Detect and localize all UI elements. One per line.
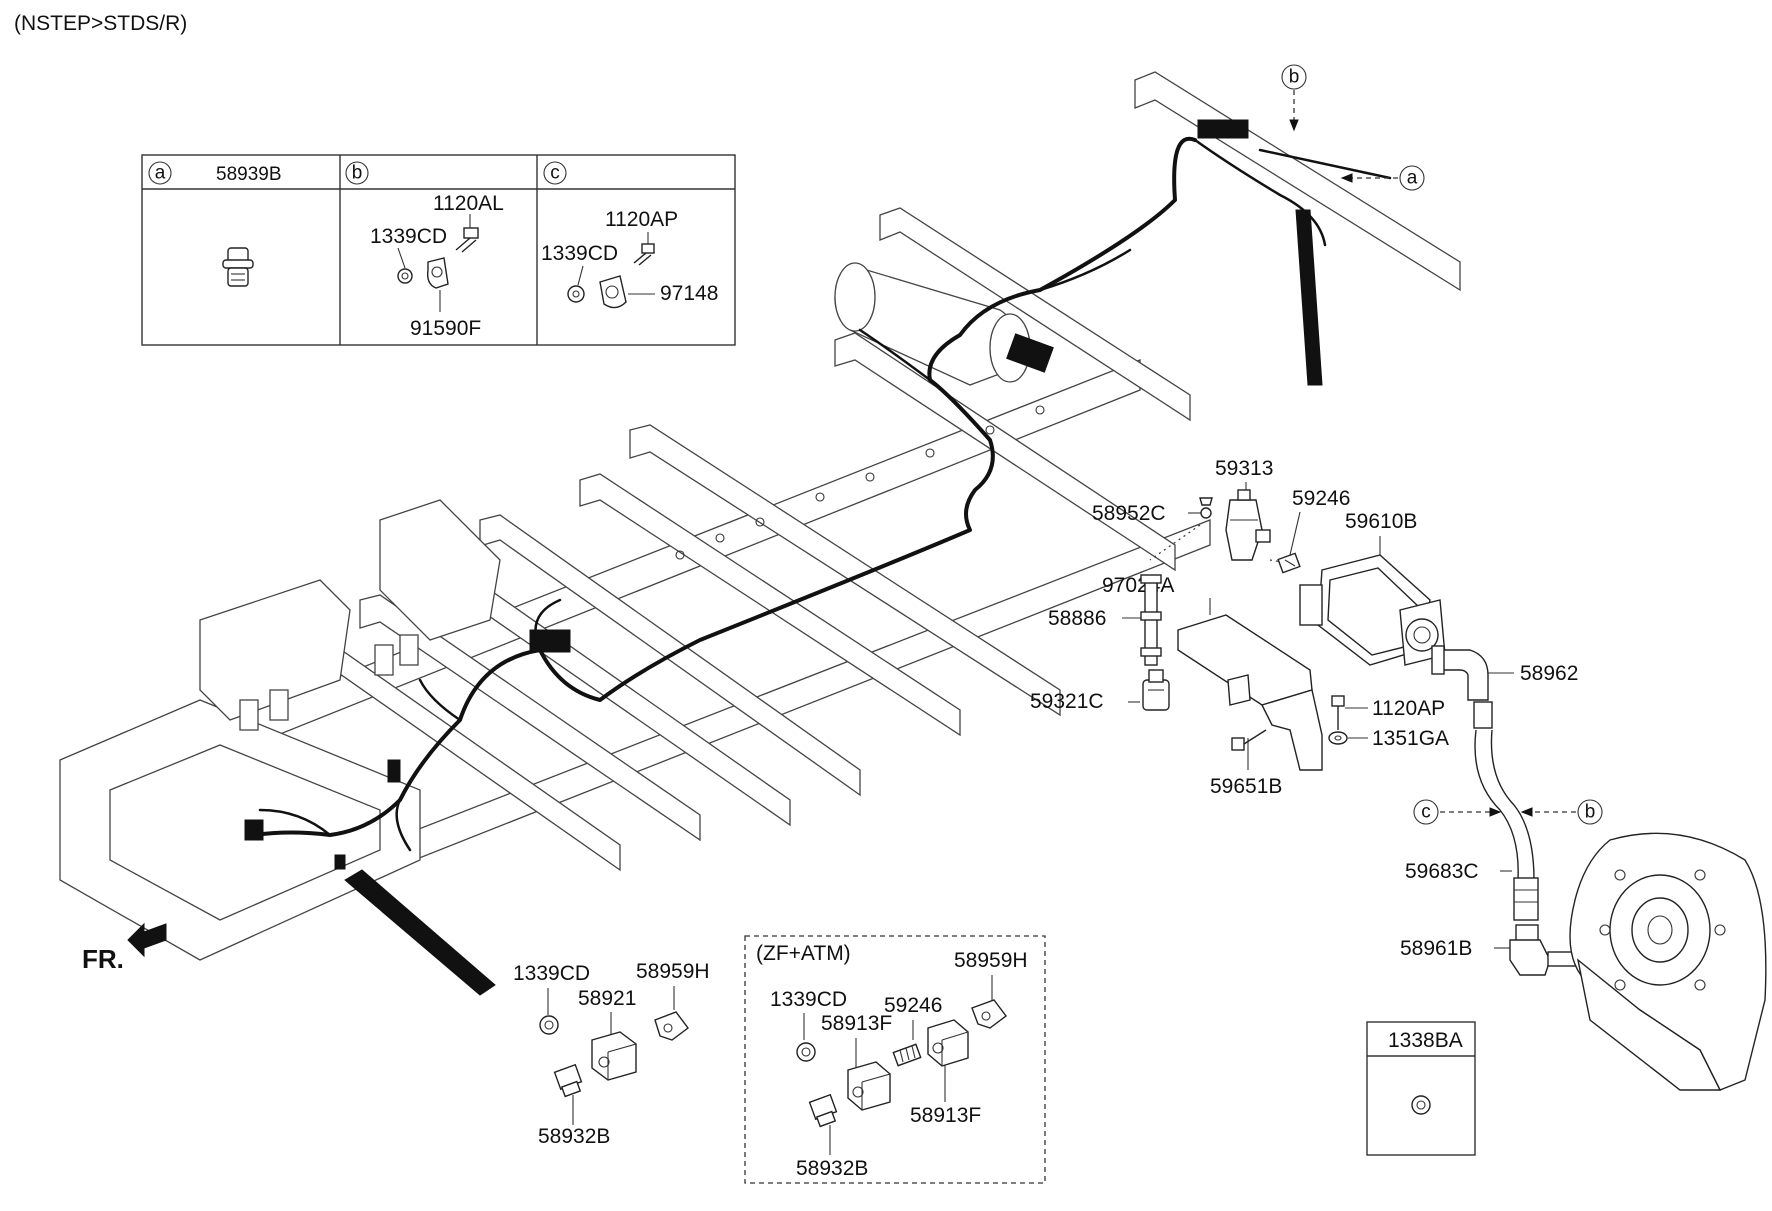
zf-part-1339cd: 1339CD [770, 988, 847, 1011]
zf-part-59246: 59246 [884, 994, 942, 1017]
part-59246: 59246 [1292, 487, 1350, 510]
part-1120ap-right: 1120AP [1372, 697, 1445, 720]
legend-a-part: 58939B [216, 164, 282, 185]
rod-icon [1140, 574, 1162, 666]
block-fitting-icon [591, 1031, 637, 1081]
front-label: FR. [82, 944, 124, 974]
zf-part-58913f-a: 58913F [821, 1012, 892, 1035]
block-fitting-icon [847, 1061, 891, 1111]
part-59651b: 59651B [1210, 775, 1282, 798]
part-58961b: 58961B [1400, 937, 1472, 960]
svg-text:b: b [1289, 67, 1300, 88]
clip-icon [426, 257, 449, 312]
transmission-icon [1569, 832, 1767, 1091]
legend-b-part-1339cd: 1339CD [370, 225, 447, 248]
zf-part-58959h: 58959H [954, 949, 1028, 972]
zf-box-title: (ZF+ATM) [756, 942, 851, 965]
right-parts-group: 59313 58952C 59246 59610B [1030, 457, 1767, 1091]
part-1339cd-bl: 1339CD [513, 962, 590, 985]
part-58959h-bl: 58959H [636, 960, 710, 983]
front-direction-indicator: FR. [82, 922, 167, 974]
legend-b-part-1120al: 1120AL [433, 192, 504, 215]
front-arrow-icon [127, 922, 167, 958]
legend-b-part-91590f: 91590F [410, 317, 481, 340]
nut-icon [567, 265, 585, 303]
legend-c-letter: c [550, 163, 560, 184]
fitting-icon [1199, 497, 1213, 519]
nut-icon [1411, 1095, 1431, 1115]
angled-fitting-icon [971, 999, 1007, 1029]
part-1338ba: 1338BA [1388, 1029, 1463, 1052]
zf-atm-box: (ZF+ATM) 58959H 1339CD 59246 58913F 5891… [744, 935, 1046, 1184]
grommet-icon [222, 247, 254, 287]
bracket-icon [1177, 614, 1323, 771]
spring-fitting-icon [892, 1043, 922, 1067]
part-58952c: 58952C [1092, 502, 1166, 525]
legend-c-part-97148: 97148 [660, 282, 718, 305]
variant-label: (NSTEP>STDS/R) [14, 12, 187, 35]
callout-b-right: b [1585, 802, 1596, 823]
nut-icon [397, 247, 413, 284]
fitting-icon [1277, 552, 1301, 574]
part-1351ga: 1351GA [1372, 727, 1449, 750]
callout-c-right: c [1421, 802, 1431, 823]
bolt-icon [1331, 695, 1345, 730]
nut-icon [539, 1015, 559, 1035]
part-58886: 58886 [1048, 607, 1106, 630]
plug-fitting-icon [553, 1063, 583, 1098]
zf-part-58932b: 58932B [796, 1157, 868, 1180]
callout-b-top: b [1281, 64, 1307, 132]
part-58921: 58921 [578, 987, 636, 1010]
clip-icon [599, 275, 655, 309]
knob-icon [1142, 669, 1170, 711]
part-59683c: 59683C [1405, 860, 1479, 883]
zf-part-58913f-b: 58913F [910, 1104, 981, 1127]
legend-c-part-1120ap: 1120AP [605, 208, 678, 231]
tee-fitting-icon [1509, 924, 1577, 976]
nut-icon [796, 1042, 816, 1062]
part-97024a: 97024A [1102, 574, 1174, 597]
elbow-fitting-icon [1431, 645, 1489, 701]
valve-icon [1225, 489, 1271, 561]
part-59313: 59313 [1215, 457, 1273, 480]
svg-text:a: a [1407, 168, 1418, 189]
hose-icon [1473, 701, 1539, 921]
part-box-1338ba: 1338BA [1366, 1021, 1476, 1156]
plug-fitting-icon [808, 1093, 838, 1128]
legend-c-part-1339cd: 1339CD [541, 242, 618, 265]
legend-table: a 58939B b 1120AL 1339CD 91590F [141, 154, 736, 346]
air-cylinder-icon [1299, 554, 1446, 666]
washer-icon [1328, 731, 1348, 745]
bolt-icon [633, 232, 655, 266]
part-58932b-bl: 58932B [538, 1125, 610, 1148]
legend-b-letter: b [352, 163, 363, 184]
part-59321c: 59321C [1030, 690, 1104, 713]
part-58962: 58962 [1520, 662, 1578, 685]
block-fitting-icon [927, 1019, 969, 1067]
angled-fitting-icon [654, 1011, 689, 1041]
bolt-icon [1231, 729, 1267, 751]
callout-a-top: a [1340, 165, 1425, 191]
bottom-left-parts: 1339CD 58959H 58921 58932B [513, 960, 710, 1148]
bolt-icon [455, 214, 479, 253]
wiring-harness [244, 119, 1392, 996]
part-59610b: 59610B [1345, 510, 1417, 533]
legend-a-letter: a [155, 163, 166, 184]
